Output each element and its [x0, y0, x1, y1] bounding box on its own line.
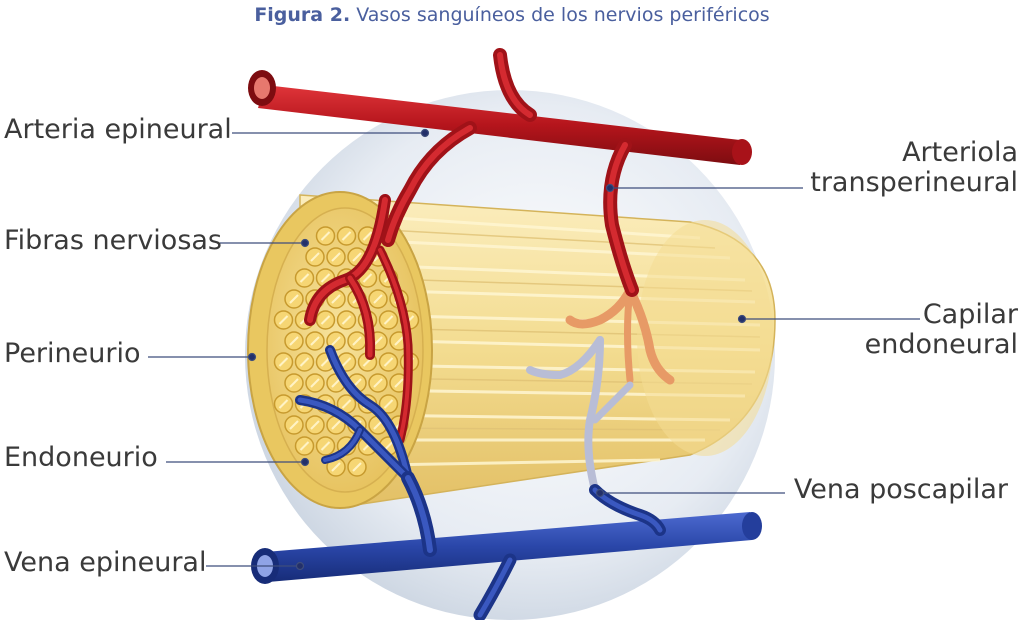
nerve-fiber-highlight [320, 357, 331, 367]
nerve-fiber-highlight [320, 315, 331, 325]
nerve-fiber-highlight [331, 336, 341, 346]
nerve-fiber-highlight [331, 378, 341, 388]
nerve-fiber-highlight [362, 231, 373, 241]
label-capilar-endoneural: Capilar endoneural [865, 300, 1018, 359]
nerve-fiber-highlight [383, 399, 394, 409]
nerve-fiber-highlight [320, 441, 331, 451]
endoneural-capillaries [526, 285, 675, 494]
nerve-fiber-highlight [278, 315, 289, 325]
nerve-fiber-highlight [373, 294, 383, 304]
nerve-fiber-highlight [394, 336, 404, 346]
nerve-fiber-highlight [394, 378, 404, 388]
label-arteriola-line2: transperineural [810, 166, 1018, 198]
nerve-fiber-highlight [299, 357, 310, 367]
nerve-fiber-highlight [320, 231, 331, 241]
nerve-fiber-highlight [341, 231, 352, 241]
nerve-fiber-highlight [383, 357, 394, 367]
nerve-fiber-highlight [352, 252, 362, 262]
nerve-fiber-highlight [373, 378, 383, 388]
nerve-fiber-highlight [289, 420, 299, 430]
nerve-end-cap [637, 220, 773, 456]
nerve-fiber-highlight [331, 252, 341, 262]
label-arteria-epineural: Arteria epineural [4, 114, 232, 145]
nerve-fiber-highlight [289, 294, 299, 304]
nerve-fiber-highlight [331, 462, 341, 472]
nerve-fiber-highlight [278, 399, 289, 409]
nerve-fiber-highlight [310, 252, 320, 262]
nerve-fiber-highlight [362, 273, 373, 283]
nerve-fiber-highlight [373, 420, 383, 430]
nerve-fiber-highlight [341, 315, 352, 325]
caption-figure-number: Figura 2. [254, 4, 351, 26]
epineural-artery [248, 48, 752, 297]
epineural-vein [251, 471, 762, 620]
nerve-fiber-highlight [299, 273, 310, 283]
caption-title: Vasos sanguíneos de los nervios periféri… [356, 4, 770, 26]
nerve-fiber-highlight [352, 462, 362, 472]
endoneurial-arterioles [304, 194, 413, 445]
label-capilar-line1: Capilar [922, 299, 1018, 330]
nerve-fiber-highlight [310, 378, 320, 388]
nerve-fiber-highlight [289, 378, 299, 388]
nerve-fiber-highlight [383, 441, 394, 451]
nerve-fiber-highlight [289, 336, 299, 346]
label-arteriola-line1: Arteriola [902, 137, 1018, 168]
label-arteriola-transperineural: Arteriola transperineural [810, 138, 1018, 197]
nerve-fiber-highlight [310, 336, 320, 346]
nerve-fiber-highlight [278, 357, 289, 367]
endoneurial-venules [295, 345, 413, 483]
nerve-fiber-highlight [341, 357, 352, 367]
nerve-fiber-highlight [331, 294, 341, 304]
label-endoneurio: Endoneurio [4, 442, 158, 473]
nerve-fiber-highlight [331, 420, 341, 430]
label-fibras-nerviosas: Fibras nerviosas [4, 225, 223, 256]
label-perineurio: Perineurio [4, 338, 141, 369]
label-capilar-line2: endoneural [864, 328, 1018, 360]
nerve-fiber-highlight [310, 420, 320, 430]
label-vena-epineural: Vena epineural [4, 547, 207, 578]
nerve-fiber-highlight [341, 399, 352, 409]
leader-lines [148, 128, 920, 571]
nerve-fiber-highlight [320, 273, 331, 283]
nerve-fiber-highlight [383, 315, 394, 325]
label-vena-poscapilar: Vena poscapilar [793, 474, 1008, 505]
nerve-fiber-highlight [352, 336, 362, 346]
figure-caption: Figura 2. Vasos sanguíneos de los nervio… [0, 4, 1024, 26]
nerve-fiber-highlight [299, 441, 310, 451]
nerve-fiber-highlight [373, 336, 383, 346]
